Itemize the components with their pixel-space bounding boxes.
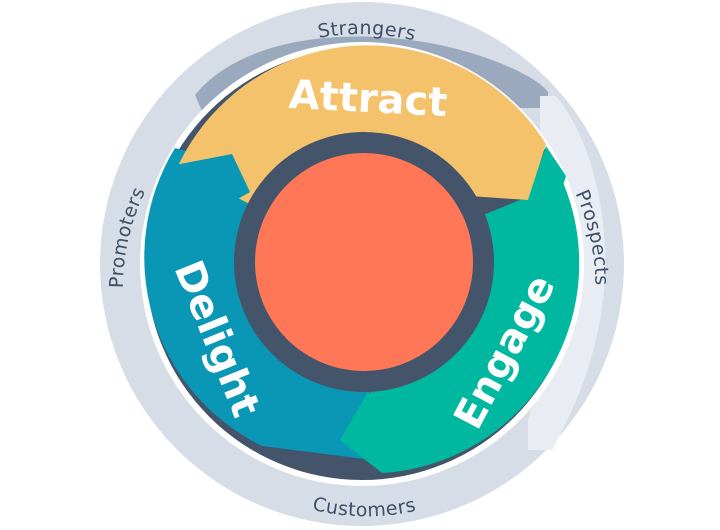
label-attract: Attract (288, 72, 449, 126)
notch-attract-engage (528, 146, 566, 208)
notch-attract-delight (175, 154, 250, 200)
core-circle (255, 153, 473, 371)
notch-engage-delight (340, 392, 392, 468)
